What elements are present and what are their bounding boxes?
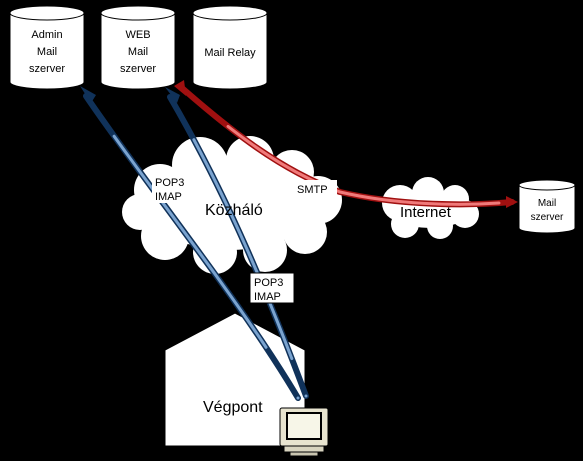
smtp-label: SMTP <box>297 184 328 196</box>
imap-label-upper: IMAP <box>155 191 182 203</box>
external-server-line-2: szerver <box>531 212 564 223</box>
imap-label-lower: IMAP <box>254 291 281 303</box>
web-mail-server <box>100 5 176 90</box>
web-server-line-2: Mail <box>128 46 148 58</box>
web-server-line-3: szerver <box>120 63 156 75</box>
pop3-label-upper: POP3 <box>155 177 184 189</box>
computer-monitor-icon <box>279 407 329 457</box>
pop-imap-arrow-admin <box>80 86 301 401</box>
pop3-label-lower: POP3 <box>254 277 283 289</box>
admin-server-line-3: szerver <box>29 63 65 75</box>
mail-relay-server <box>192 5 268 90</box>
pop-imap-label-box-lower <box>249 272 295 304</box>
web-server-line-1: WEB <box>125 29 150 41</box>
internet-cloud <box>382 177 479 239</box>
external-server-line-1: Mail <box>538 198 556 209</box>
pop-imap-arrow-web <box>165 87 309 399</box>
admin-server-line-1: Admin <box>31 29 62 41</box>
endpoint-label: Végpont <box>203 399 263 416</box>
smtp-arrow <box>174 80 518 208</box>
internet-label: Internet <box>400 204 452 221</box>
relay-server-label: Mail Relay <box>204 47 256 59</box>
pop-imap-label-box-upper <box>152 173 189 203</box>
external-mail-server <box>518 179 576 234</box>
admin-server-line-2: Mail <box>37 46 57 58</box>
admin-mail-server <box>9 5 85 90</box>
kozhalo-label: Közháló <box>205 202 263 219</box>
smtp-label-box <box>294 180 337 197</box>
